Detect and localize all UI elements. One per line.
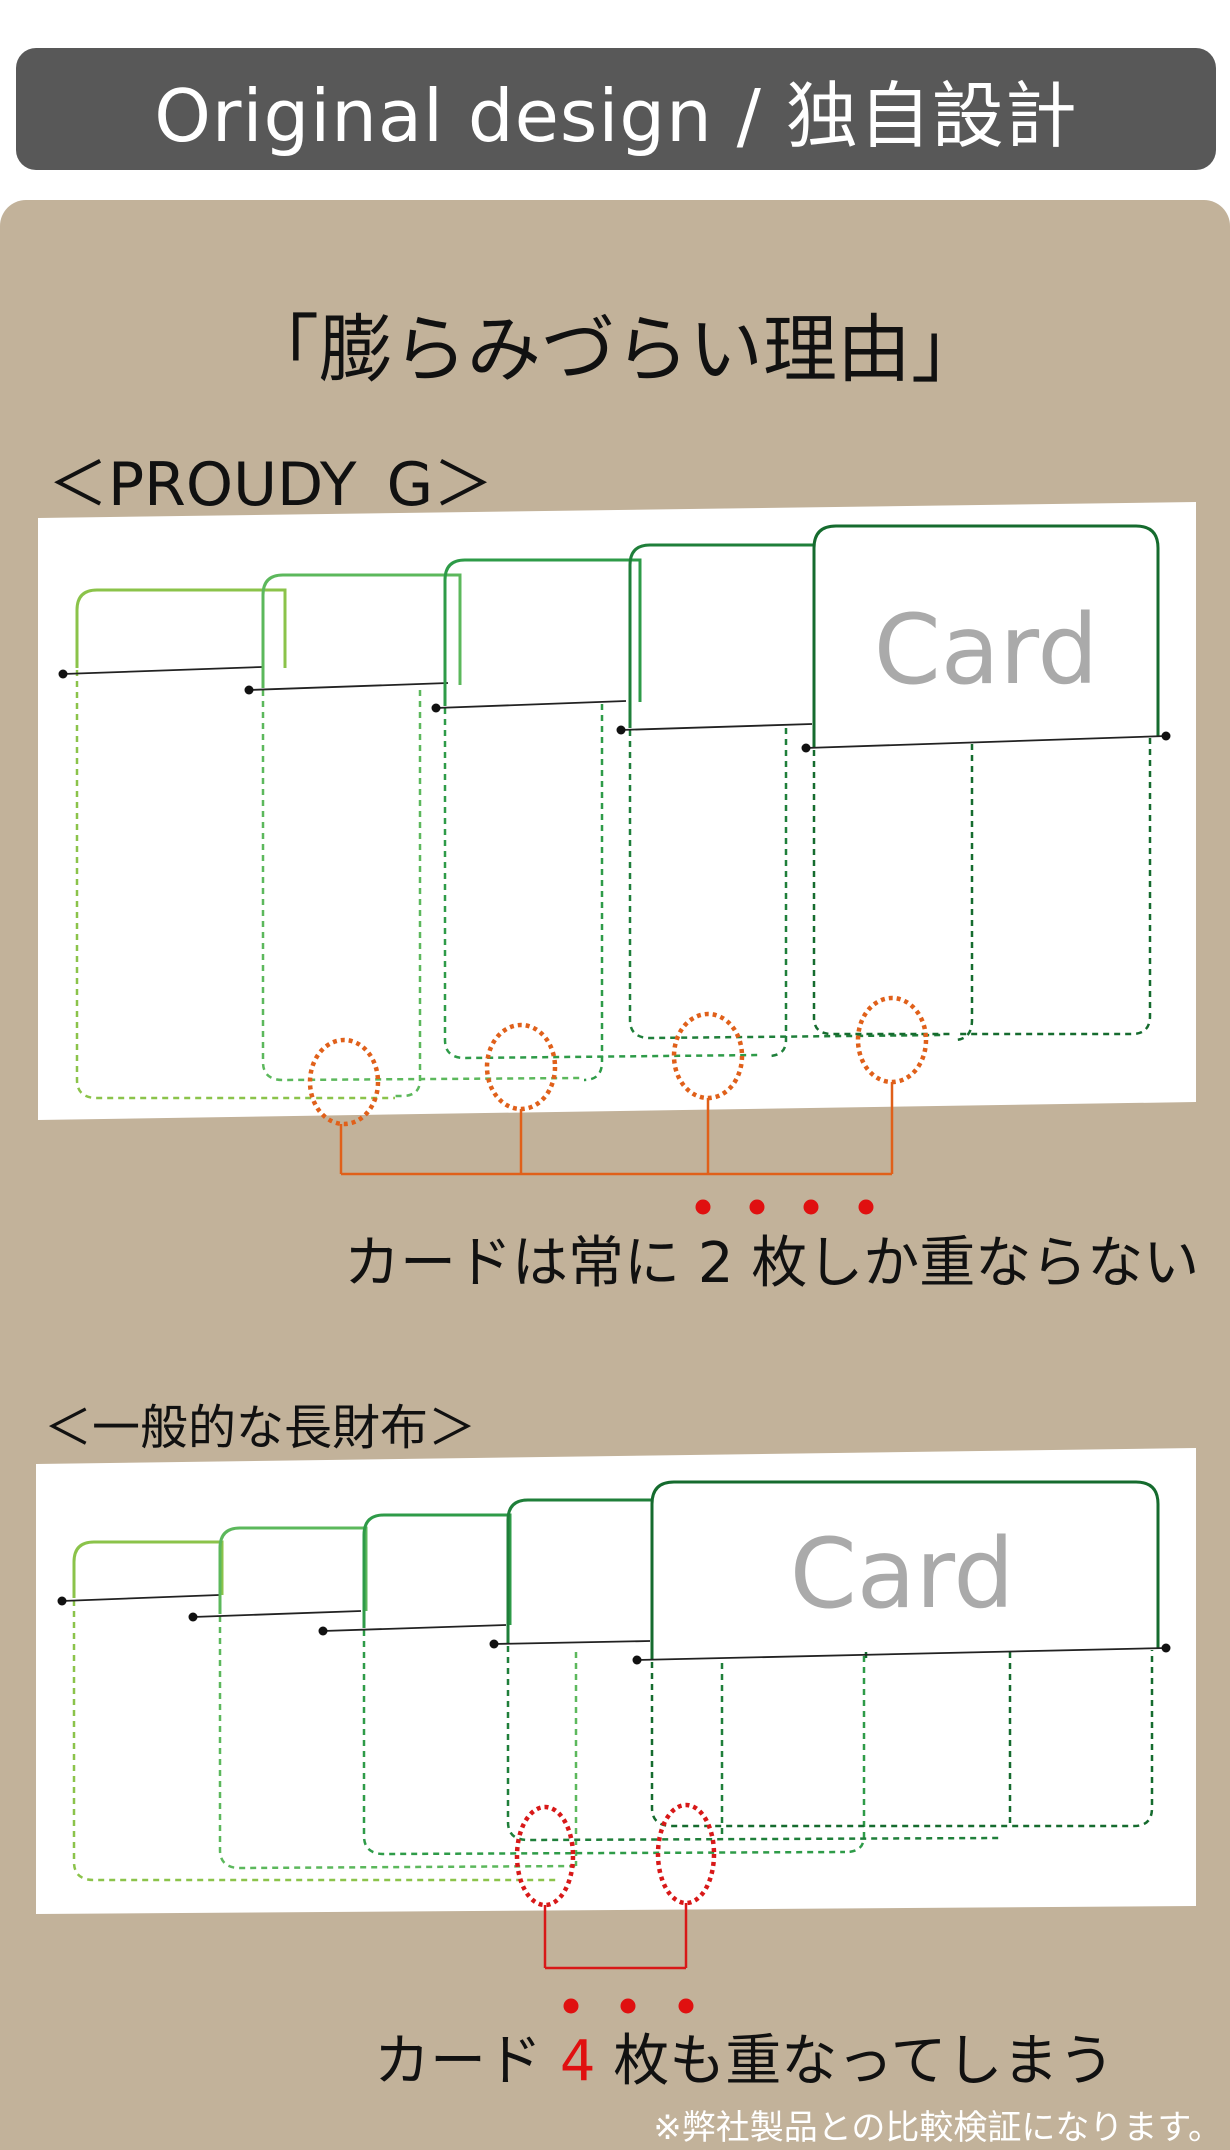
generic-overlap-2: [655, 1802, 717, 1906]
proudy-caption: カードは常に 2 枚しか重ならない: [344, 1218, 1199, 1299]
generic-emphasis-dots: [563, 1998, 694, 2014]
generic-caption: カード 4 枚も重なってしまう: [374, 2016, 1114, 2097]
generic-section-label: ＜一般的な長財布＞: [44, 1400, 477, 1456]
generic-overlap-markers: [514, 1802, 717, 1908]
proudy-caption-number: 2: [697, 1231, 734, 1296]
proudy-pocket-5: Card: [801, 524, 1171, 1042]
panel-title: 「膨らみづらい理由」: [245, 307, 985, 393]
proudy-pocket-2: [244, 573, 581, 1098]
header-title: Original design / 独自設計: [154, 73, 1078, 158]
generic-pocket-5: Card: [632, 1480, 1171, 1828]
generic-overlap-1: [514, 1804, 576, 1908]
footnote: ※弊社製品との比較検証になります。: [653, 2108, 1222, 2148]
proudy-connector: [339, 1082, 894, 1176]
proudy-caption-suffix: 枚しか重ならない: [733, 1231, 1200, 1296]
header-bar: Original design / 独自設計: [16, 48, 1216, 170]
proudy-pocket-1: [58, 588, 395, 1100]
generic-pocket-1: [57, 1540, 560, 1882]
proudy-emphasis-dots: [695, 1199, 874, 1215]
generic-caption-prefix: カード: [374, 2029, 560, 2094]
generic-caption-number: 4: [559, 2029, 596, 2094]
generic-caption-suffix: 枚も重なってしまう: [595, 2029, 1115, 2094]
generic-card-label: Card: [790, 1518, 1015, 1630]
proudy-section-label: ＜PROUDY_G＞: [48, 450, 494, 520]
proudy-overlap-1: [307, 1037, 381, 1127]
generic-connector: [543, 1903, 688, 1970]
proudy-caption-prefix: カードは常に: [344, 1231, 698, 1296]
proudy-pocket-4: [616, 543, 946, 1058]
proudy-card-label: Card: [874, 594, 1099, 706]
generic-pocket-2: [188, 1526, 581, 1870]
generic-pocket-3: [318, 1513, 866, 1856]
proudy-pocket-3: [431, 558, 761, 1082]
generic-pocket-4: [489, 1498, 1001, 1842]
